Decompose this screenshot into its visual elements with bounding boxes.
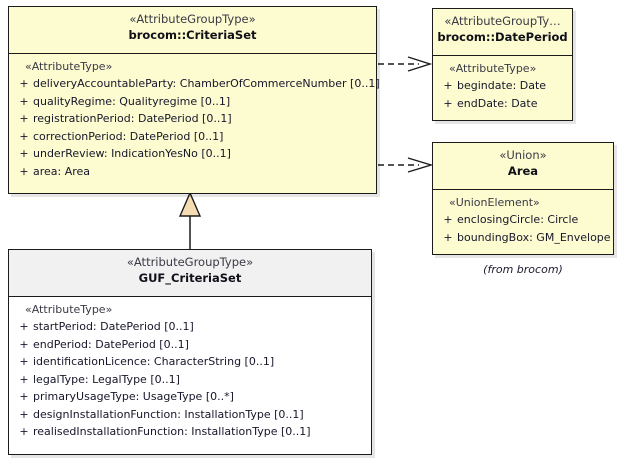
attribute-signature: begindate: Date [457,79,547,92]
attribute-signature: realisedInstallationFunction: Installati… [33,425,311,438]
attribute-row[interactable]: + startPeriod: DatePeriod [0..1] [11,318,369,336]
visibility-marker: + [19,390,29,403]
class-stereotype: «AttributeGroupTy… [444,14,561,28]
attribute-signature: underReview: IndicationYesNo [0..1] [33,147,231,160]
attribute-row[interactable]: + realisedInstallationFunction: Installat… [11,423,369,441]
attribute-row[interactable]: + area: Area [11,163,374,181]
visibility-marker: + [443,230,453,244]
attribute-row[interactable]: + boundingBox: GM_Envelope [435,229,611,247]
visibility-marker: + [19,320,29,333]
class-header: «AttributeGroupType» brocom::CriteriaSet [9,7,376,54]
class-name: brocom::CriteriaSet [128,28,257,42]
attribute-row[interactable]: + begindate: Date [435,77,570,95]
visibility-marker: + [443,96,453,110]
attribute-signature: primaryUsageType: UsageType [0..*] [33,390,234,403]
visibility-marker: + [19,425,29,438]
class-stereotype: «Union» [499,148,547,162]
attribute-row[interactable]: + registrationPeriod: DatePeriod [0..1] [11,110,374,128]
attribute-row[interactable]: + designInstallationFunction: Installatio… [11,406,369,424]
class-box-area[interactable]: «Union» Area «UnionElement» + enclosingCi… [432,142,614,255]
attribute-row[interactable]: + underReview: IndicationYesNo [0..1] [11,145,374,163]
dependency-criteriaset-to-area[interactable] [378,157,434,173]
attribute-signature: deliveryAccountableParty: ChamberOfComme… [33,77,380,90]
open-arrow-icon [407,157,434,173]
attribute-compartment: «UnionElement» +enclosingCircle: Circle … [433,190,613,252]
attribute-row[interactable]: + primaryUsageType: UsageType [0..*] [11,388,369,406]
compartment-stereotype: «UnionElement» [449,196,540,209]
class-header: «Union» Area [433,143,613,190]
compartment-stereotype: «AttributeType» [449,62,537,75]
attribute-row[interactable]: + legalType: LegalType [0..1] [11,371,369,389]
visibility-marker: + [19,147,29,160]
class-name: GUF_CriteriaSet [138,271,242,285]
attribute-row[interactable]: + correctionPeriod: DatePeriod [0..1] [11,128,374,146]
class-stereotype: «AttributeGroupType» [129,12,256,26]
class-name: brocom::DatePeriod [437,30,568,44]
attribute-signature: endDate: Date [457,96,538,110]
open-arrow-icon [407,56,433,72]
attribute-row[interactable]: + deliveryAccountableParty: ChamberOfComm… [11,75,379,93]
attribute-row[interactable]: + identificationLicence: CharacterString … [11,353,369,371]
attribute-signature: registrationPeriod: DatePeriod [0..1] [33,112,232,125]
class-header: «AttributeGroupTy… brocom::DatePeriod [433,9,572,56]
compartment-stereotype: «AttributeType» [25,60,113,73]
attribute-row[interactable]: + endPeriod: DatePeriod [0..1] [11,336,369,354]
package-note-area: (from brocom) [483,263,563,276]
visibility-marker: + [19,355,29,368]
visibility-marker: + [19,94,29,108]
visibility-marker: + [19,337,29,351]
class-header: «AttributeGroupType» GUF_CriteriaSet [9,250,371,297]
attribute-signature: enclosingCircle: Circle [457,213,579,226]
attribute-signature: correctionPeriod: DatePeriod [0..1] [33,129,224,143]
class-box-brocom-dateperiod[interactable]: «AttributeGroupTy… brocom::DatePeriod «A… [432,8,573,121]
class-name: Area [507,164,539,178]
class-box-brocom-criteriaset[interactable]: «AttributeGroupType» brocom::CriteriaSet… [8,6,380,194]
attribute-signature: startPeriod: DatePeriod [0..1] [33,320,194,333]
attribute-row[interactable]: + enclosingCircle: Circle [435,211,611,229]
visibility-marker: + [19,129,29,143]
visibility-marker: + [19,407,29,421]
attribute-row[interactable]: + qualityRegime: Qualityregime [0..1] [11,93,374,111]
attribute-row[interactable]: + endDate: Date [435,95,570,113]
attribute-signature: designInstallationFunction: Installation… [33,407,304,421]
attribute-signature: area: Area [33,164,91,178]
compartment-stereotype: «AttributeType» [25,303,113,316]
attribute-compartment: «AttributeType» + startPeriod: DatePeriod… [9,297,371,447]
attribute-signature: boundingBox: GM_Envelope [457,230,611,244]
attribute-signature: identificationLicence: CharacterString [… [33,355,275,368]
generalization-guf-to-criteriaset[interactable] [178,191,202,249]
attribute-compartment: «AttributeType» + begindate: Date + endDat… [433,56,572,118]
attribute-compartment: «AttributeType» + deliveryAccountablePart… [9,54,379,186]
visibility-marker: + [443,213,453,226]
class-box-guf-criteriaset[interactable]: «AttributeGroupType» GUF_CriteriaSet «At… [8,249,372,455]
visibility-marker: + [19,164,29,178]
attribute-signature: endPeriod: DatePeriod [0..1] [33,337,189,351]
visibility-marker: + [19,77,29,90]
attribute-signature: legalType: LegalType [0..1] [33,372,180,386]
attribute-signature: qualityRegime: Qualityregime [0..1] [33,94,231,108]
hollow-triangle-icon [178,191,202,217]
visibility-marker: + [19,112,29,125]
visibility-marker: + [19,372,29,386]
dependency-criteriaset-to-dateperiod[interactable] [378,56,433,72]
class-stereotype: «AttributeGroupType» [126,255,254,269]
visibility-marker: + [443,79,453,92]
